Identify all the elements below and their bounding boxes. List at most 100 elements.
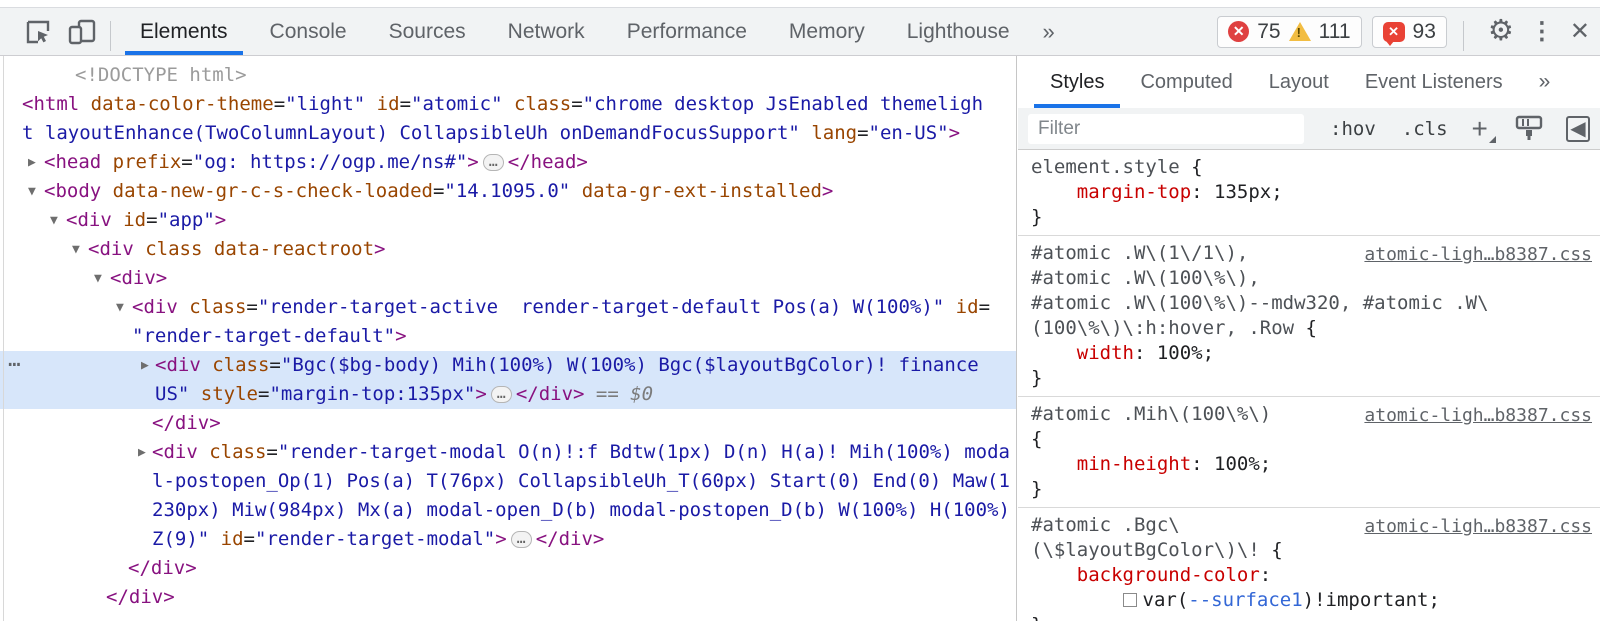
dom-node-source: </div>: [152, 412, 221, 434]
collapse-arrow-icon[interactable]: ▼: [94, 271, 102, 286]
color-swatch[interactable]: [1122, 593, 1137, 607]
dom-tree-row[interactable]: ▼ <body data-new-gr-c-s-check-loaded="14.…: [0, 177, 1016, 206]
issues-badge[interactable]: ✕ 93: [1371, 15, 1447, 48]
settings-gear-icon[interactable]: ⚙: [1487, 15, 1514, 47]
dom-tree-row[interactable]: ▶<div class="render-target-modal O(n)!:f…: [0, 438, 1016, 467]
dom-tree-row[interactable]: ▼ <div class data-reactroot>: [0, 235, 1016, 264]
dom-node-source: <div>: [110, 267, 168, 289]
dom-node-source: <div class data-reactroot>: [88, 238, 386, 260]
dom-tree-row[interactable]: <html data-color-theme="light" id="atomi…: [0, 90, 1016, 119]
dom-node-source: </div>: [84, 615, 153, 621]
dom-node-source: t layoutEnhance(TwoColumnLayout) Collaps…: [22, 122, 961, 144]
dom-tree-row[interactable]: t layoutEnhance(TwoColumnLayout) Collaps…: [0, 119, 1016, 148]
dom-tree-row[interactable]: </div>: [0, 554, 1016, 583]
css-rule-line: margin-top: 135px;: [1031, 181, 1283, 203]
dom-tree-row[interactable]: </div>: [0, 615, 1016, 621]
dom-tree-row[interactable]: </div>: [0, 583, 1016, 612]
css-rule-line: #atomic .W\(100\%\),: [1031, 267, 1260, 289]
stylesheet-source-link[interactable]: atomic-ligh…b8387.css: [1364, 244, 1592, 265]
sidebar-more-tabs-chevron[interactable]: »: [1538, 70, 1551, 93]
more-actions-icon[interactable]: ⋯: [8, 352, 22, 376]
sidebar-tab-styles[interactable]: Styles: [1032, 56, 1122, 108]
dom-tree-row[interactable]: l-postopen_Op(1) Pos(a) T(76px) Collapsi…: [0, 467, 1016, 496]
close-devtools-icon[interactable]: ✕: [1569, 18, 1590, 45]
css-rule-line: var(--surface1)!important;: [1031, 588, 1600, 613]
expand-arrow-icon[interactable]: ▶: [28, 155, 36, 170]
collapse-arrow-icon[interactable]: ▼: [72, 242, 80, 257]
dom-node-source: <div id="app">: [66, 209, 227, 231]
dom-node-source: <head prefix="og: https://ogp.me/ns#">…<…: [44, 151, 588, 173]
new-style-rule-button[interactable]: +: [1471, 112, 1497, 144]
dom-tree-row[interactable]: "render-target-default">: [0, 322, 1016, 351]
dom-node-source: <div class="Bgc($bg-body) Mih(100%) W(10…: [155, 354, 979, 376]
collapse-sidebar-icon[interactable]: ◀: [1565, 115, 1590, 142]
more-options-kebab-icon[interactable]: ⋮: [1529, 18, 1554, 45]
css-rule-line: #atomic .W\(100\%\)--mdw320, #atomic .W\: [1031, 292, 1489, 314]
tab-sources[interactable]: Sources: [388, 19, 466, 43]
dom-node-source: </div>: [128, 557, 197, 579]
css-rule-line: }: [1031, 478, 1043, 500]
expand-arrow-icon[interactable]: ▶: [138, 445, 146, 460]
tab-performance[interactable]: Performance: [626, 19, 747, 43]
collapsed-children-ellipsis[interactable]: …: [482, 154, 504, 171]
dom-tree-row[interactable]: ▼ <div>: [0, 264, 1016, 293]
dom-tree-row[interactable]: ⋯ ▶ <div class="Bgc($bg-body) Mih(100%) W(…: [0, 351, 1016, 380]
elements-dom-tree: <!DOCTYPE html> <html data-color-theme="l…: [0, 56, 1017, 621]
tab-console[interactable]: Console: [269, 19, 347, 43]
collapse-arrow-icon[interactable]: ▼: [50, 213, 58, 228]
collapsed-children-ellipsis[interactable]: …: [510, 531, 532, 548]
collapse-arrow-icon[interactable]: ▼: [28, 184, 36, 199]
css-rule-line: {: [1031, 428, 1043, 450]
tab-network[interactable]: Network: [507, 19, 585, 43]
sidebar-tab-layout[interactable]: Layout: [1268, 70, 1329, 93]
css-rule[interactable]: atomic-ligh…b8387.css#atomic .Bgc\(\$lay…: [1018, 508, 1600, 621]
css-rule-line: width: 100%;: [1031, 342, 1215, 364]
dom-tree-row[interactable]: US" style="margin-top:135px">…</div> == …: [0, 380, 1016, 409]
expand-arrow-icon[interactable]: ▶: [141, 358, 149, 373]
dom-tree-row[interactable]: ▼<div class="render-target-active render…: [0, 293, 1016, 322]
css-rule-line: min-height: 100%;: [1031, 453, 1272, 475]
inspect-element-icon[interactable]: [16, 14, 60, 50]
css-rule[interactable]: element.style { margin-top: 135px;}: [1018, 150, 1600, 236]
dom-tree-row[interactable]: </div>: [0, 409, 1016, 438]
css-rule-line: (100\%\)\:h:hover, .Row {: [1031, 317, 1317, 339]
tab-memory[interactable]: Memory: [788, 19, 865, 43]
devtools-content: <!DOCTYPE html> <html data-color-theme="l…: [0, 56, 1600, 621]
collapsed-children-ellipsis[interactable]: …: [490, 386, 512, 403]
sidebar-tabs: Styles Computed Layout Event Listeners »: [1018, 56, 1600, 108]
more-panels-chevron[interactable]: »: [1042, 18, 1055, 44]
issues-icon: ✕: [1382, 21, 1405, 46]
stylesheet-source-link[interactable]: atomic-ligh…b8387.css: [1364, 516, 1592, 537]
css-rule[interactable]: atomic-ligh…b8387.css#atomic .Mih\(100\%…: [1018, 397, 1600, 508]
tab-elements[interactable]: Elements: [119, 8, 249, 55]
css-rule[interactable]: atomic-ligh…b8387.css#atomic .W\(1\/1\),…: [1018, 236, 1600, 397]
dom-node-source: "render-target-default">: [132, 325, 407, 347]
toolbar-right: ✕ 75 111 ✕ 93 ⚙ ⋮ ✕: [1207, 8, 1600, 55]
dom-node-source: 230px) Miw(984px) Mx(a) modal-open_D(b) …: [152, 499, 1010, 521]
css-rule-line: (\$layoutBgColor\)\! {: [1031, 539, 1283, 561]
collapse-arrow-icon[interactable]: ▼: [116, 300, 124, 315]
issues-count: 93: [1412, 19, 1436, 43]
tab-lighthouse[interactable]: Lighthouse: [906, 19, 1010, 43]
toolbar-divider: [110, 21, 111, 51]
sidebar-tab-computed[interactable]: Computed: [1140, 70, 1233, 93]
dom-node-source: <body data-new-gr-c-s-check-loaded="14.1…: [44, 180, 834, 202]
dom-tree-row[interactable]: 230px) Miw(984px) Mx(a) modal-open_D(b) …: [0, 496, 1016, 525]
dom-tree-row[interactable]: <!DOCTYPE html>: [0, 61, 1016, 90]
paint-format-icon[interactable]: [1514, 114, 1544, 144]
console-summary-badge[interactable]: ✕ 75 111: [1217, 15, 1362, 48]
sidebar-tab-event-listeners[interactable]: Event Listeners: [1364, 70, 1503, 93]
dom-tree-row[interactable]: Z(9)" id="render-target-modal">…</div>: [0, 525, 1016, 554]
css-rule-line: }: [1031, 613, 1600, 621]
toggle-element-classes[interactable]: .cls: [1401, 117, 1448, 140]
styles-filter-input[interactable]: [1028, 113, 1304, 144]
css-rule-line: }: [1031, 206, 1043, 228]
dom-node-source: <!DOCTYPE html>: [75, 64, 247, 86]
toggle-hover-state[interactable]: :hov: [1330, 117, 1376, 140]
devtools-toolbar: Elements Console Sources Network Performance…: [0, 7, 1600, 56]
dom-tree-row[interactable]: ▶ <head prefix="og: https://ogp.me/ns#">……: [0, 148, 1016, 177]
stylesheet-source-link[interactable]: atomic-ligh…b8387.css: [1364, 405, 1592, 426]
dom-tree-row[interactable]: ▼ <div id="app">: [0, 206, 1016, 235]
device-toolbar-icon[interactable]: [60, 14, 104, 50]
css-variable-link[interactable]: --surface1: [1188, 589, 1303, 611]
